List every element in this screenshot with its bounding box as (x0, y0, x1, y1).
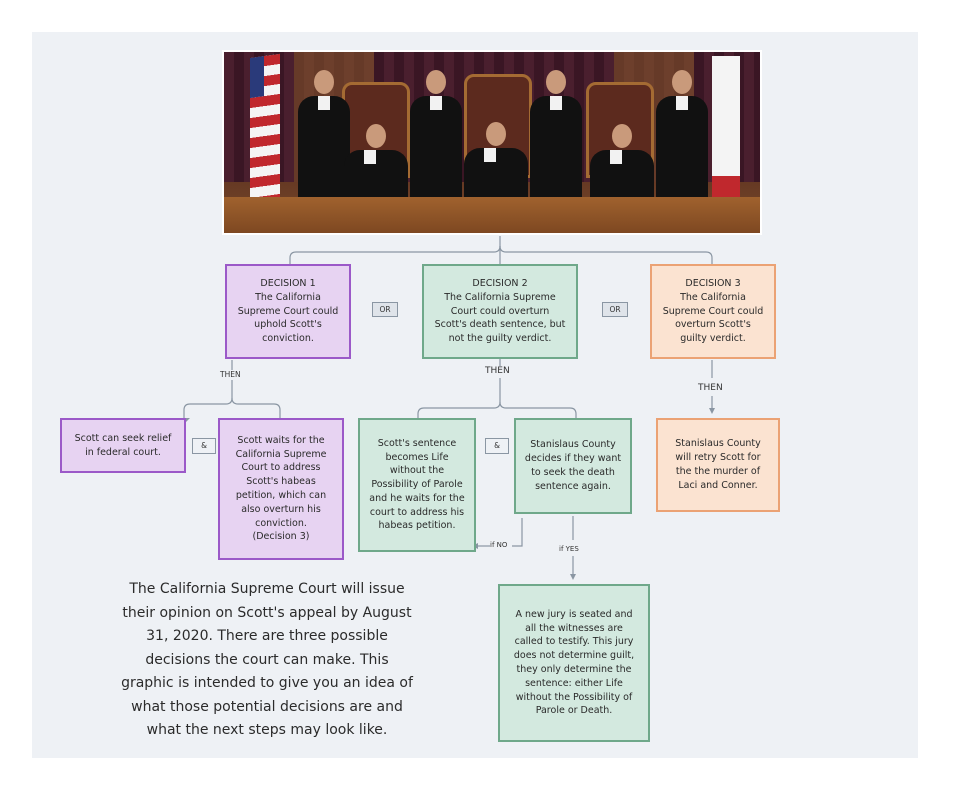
supreme-court-photo (222, 50, 762, 235)
county-decides-box: Stanislaus County decides if they want t… (514, 418, 632, 514)
decision-2-text: DECISION 2 The California Supreme Court … (434, 278, 566, 345)
decision-2-box: DECISION 2 The California Supreme Court … (422, 264, 578, 359)
if-no-label: if NO (490, 541, 508, 549)
or-label-2: OR (602, 302, 628, 317)
retry-text: Stanislaus County will retry Scott for t… (675, 438, 761, 491)
county-decides-text: Stanislaus County decides if they want t… (524, 439, 622, 492)
caption-text: The California Supreme Court will issue … (121, 581, 413, 738)
new-jury-text: A new jury is seated and all the witness… (513, 608, 635, 717)
decision-3-box: DECISION 3 The California Supreme Court … (650, 264, 776, 359)
life-sentence-box: Scott's sentence becomes Life without th… (358, 418, 476, 552)
decision-1-box: DECISION 1 The California Supreme Court … (225, 264, 351, 359)
if-yes-label: if YES (559, 545, 579, 553)
retry-box: Stanislaus County will retry Scott for t… (656, 418, 780, 512)
habeas-wait-box: Scott waits for the California Supreme C… (218, 418, 344, 560)
federal-relief-box: Scott can seek relief in federal court. (60, 418, 186, 473)
then-label-1: THEN (220, 370, 241, 379)
decision-1-text: DECISION 1 The California Supreme Court … (237, 278, 339, 345)
decision-3-text: DECISION 3 The California Supreme Court … (662, 278, 764, 345)
then-label-3: THEN (698, 383, 723, 393)
then-label-2: THEN (485, 366, 510, 376)
or-label-1: OR (372, 302, 398, 317)
new-jury-box: A new jury is seated and all the witness… (498, 584, 650, 742)
habeas-wait-text: Scott waits for the California Supreme C… (235, 434, 327, 543)
life-sentence-text: Scott's sentence becomes Life without th… (369, 437, 465, 532)
and-label-2: & (485, 438, 509, 454)
federal-relief-text: Scott can seek relief in federal court. (74, 432, 172, 458)
and-label-1: & (192, 438, 216, 454)
